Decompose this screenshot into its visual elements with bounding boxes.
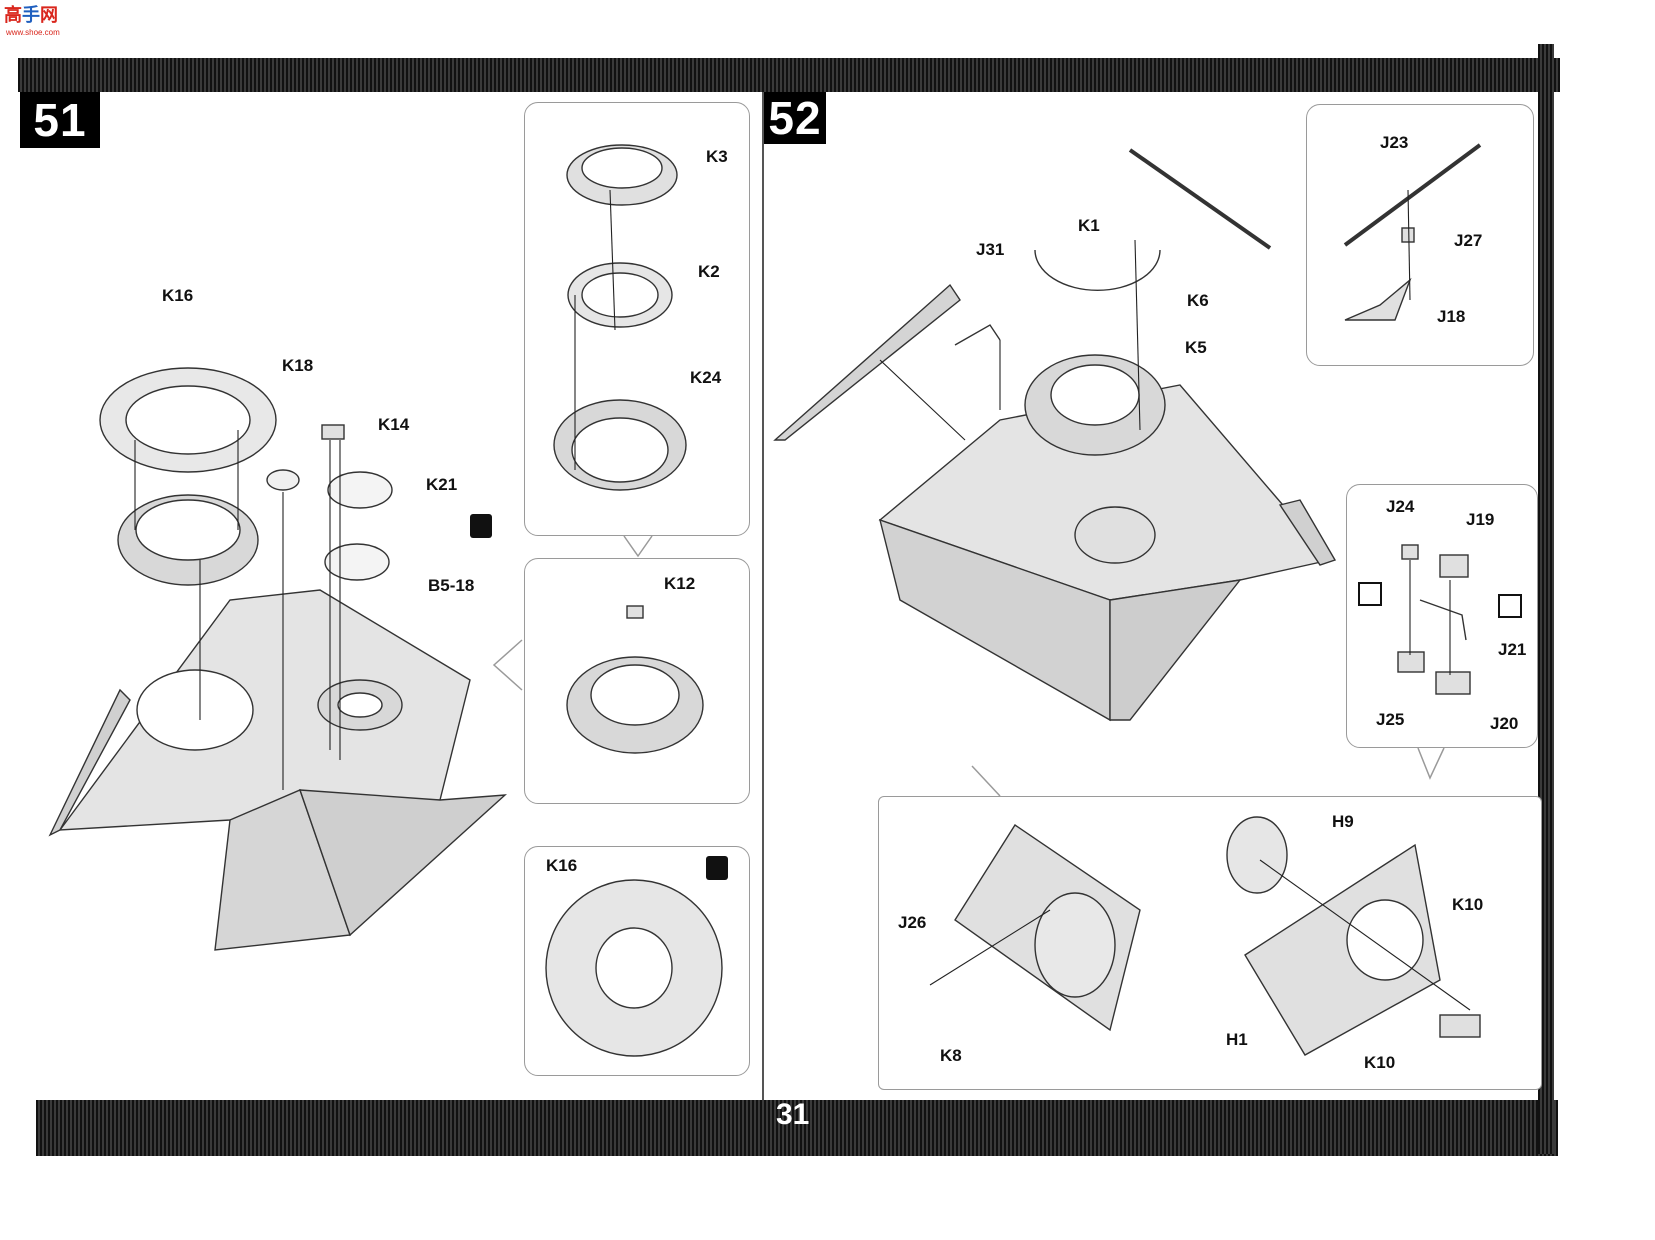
part-b5-18 [324, 543, 390, 581]
turret-ring-opening-51 [136, 669, 254, 751]
label-k5: K5 [1185, 338, 1207, 357]
label-j24: J24 [1386, 497, 1415, 516]
turret-side-plate-51 [298, 789, 507, 937]
part-k10-bottom [1439, 1014, 1481, 1038]
label-k16: K16 [162, 286, 194, 305]
part-j23 [1343, 143, 1482, 247]
part-j27 [1401, 227, 1415, 243]
label-j23: J23 [1380, 133, 1409, 152]
remove-part-icon [1358, 582, 1382, 606]
part-k18 [266, 469, 300, 491]
part-k12 [626, 605, 644, 619]
page-divider [762, 92, 764, 1100]
label-j20: J20 [1490, 714, 1519, 733]
label-k18: K18 [282, 356, 314, 375]
label-b5-18: B5-18 [428, 576, 475, 595]
top-band [18, 58, 1560, 92]
part-j19 [1439, 554, 1469, 578]
turret-left-plate-51 [48, 688, 131, 837]
mg-barrel-52 [1128, 148, 1272, 250]
label-k10-top: K10 [1452, 895, 1484, 914]
label-j21: J21 [1498, 640, 1527, 659]
cement-icon [706, 856, 728, 880]
remove-part-icon [1498, 594, 1522, 618]
glue-icon [470, 514, 492, 538]
right-edge-band [1538, 44, 1554, 1154]
part-j21 [1419, 599, 1467, 641]
label-j18: J18 [1437, 307, 1466, 326]
label-j25: J25 [1376, 710, 1405, 729]
mantlet-armor-52 [773, 283, 961, 441]
watermark-url: www.shoe.com [6, 28, 60, 37]
label-k1: K1 [1078, 216, 1100, 235]
bottom-band [36, 1100, 1558, 1156]
label-j26: J26 [898, 913, 927, 932]
loader-hatch-52 [1074, 506, 1156, 564]
part-k14 [321, 424, 345, 440]
label-k10-bottom: K10 [1364, 1053, 1396, 1072]
part-k1 [1034, 249, 1161, 292]
part-j24 [1401, 544, 1419, 560]
label-k24: K24 [690, 368, 722, 387]
step-number-52: 52 [764, 92, 826, 144]
label-j27: J27 [1454, 231, 1483, 250]
part-h1 [1244, 843, 1441, 1056]
label-k12: K12 [664, 574, 696, 593]
turret-side-right-52 [1109, 579, 1242, 721]
part-j20 [1435, 671, 1471, 695]
label-k14: K14 [378, 415, 410, 434]
label-j31: J31 [976, 240, 1005, 259]
page-number: 31 [776, 1098, 810, 1131]
step-number-51: 51 [20, 92, 100, 148]
label-k6: K6 [1187, 291, 1209, 310]
label-h9: H9 [1332, 812, 1354, 831]
watermark-logo: 高手网 [4, 5, 58, 25]
detail-panel-machine-gun [1306, 104, 1534, 366]
right-side-plate-52 [1278, 499, 1337, 566]
label-k8: K8 [940, 1046, 962, 1065]
part-h9 [1226, 816, 1288, 894]
label-k21: K21 [426, 475, 458, 494]
label-k2: K2 [698, 262, 720, 281]
label-k16-detail: K16 [546, 856, 578, 875]
label-k3: K3 [706, 147, 728, 166]
label-h1: H1 [1226, 1030, 1248, 1049]
part-j18 [1344, 277, 1412, 321]
part-k8-hinge [1034, 892, 1116, 998]
part-k21 [327, 471, 393, 509]
part-j25 [1397, 651, 1425, 673]
label-j19: J19 [1466, 510, 1495, 529]
part-j31 [954, 324, 1001, 346]
